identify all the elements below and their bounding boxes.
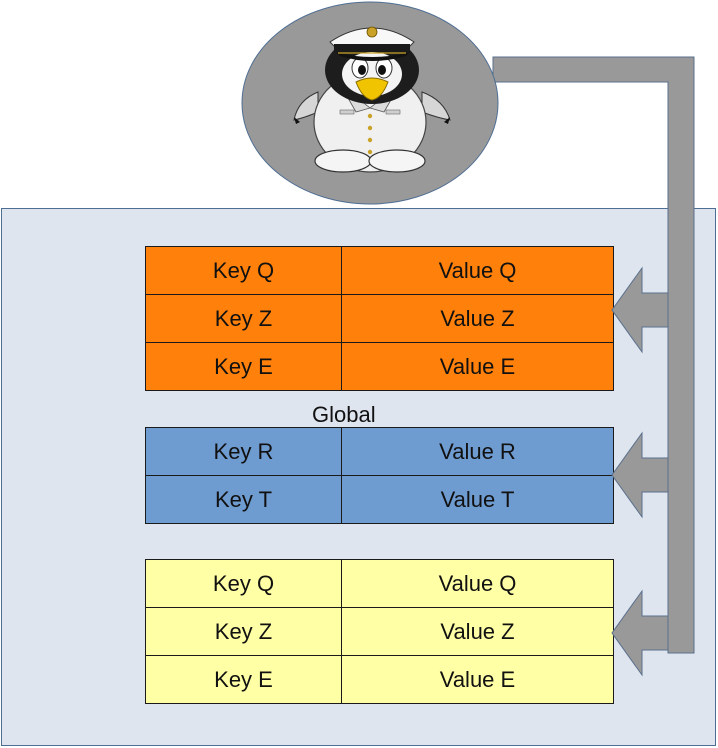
key-cell: Key Q: [145, 246, 342, 295]
value-cell: Value Q: [341, 246, 614, 295]
table-row: Key T Value T: [145, 475, 614, 524]
value-cell: Value E: [341, 655, 614, 704]
key-cell: Key Z: [145, 607, 342, 656]
table-row: Key E Value E: [145, 655, 614, 704]
table-row: Key Z Value Z: [145, 294, 614, 343]
arrow-to-blue-table: [611, 431, 669, 519]
arrow-to-orange-table: [611, 266, 669, 354]
table-row: Key E Value E: [145, 342, 614, 391]
value-cell: Value Q: [341, 559, 614, 608]
key-cell: Key Q: [145, 559, 342, 608]
connector-bar: [492, 56, 695, 654]
global-label: Global: [312, 402, 376, 427]
key-cell: Key E: [145, 342, 342, 391]
key-cell: Key R: [145, 427, 342, 476]
value-cell: Value Z: [341, 607, 614, 656]
value-cell: Value Z: [341, 294, 614, 343]
key-cell: Key E: [145, 655, 342, 704]
table-row: Key Q Value Q: [145, 246, 614, 295]
table-row: Key Q Value Q: [145, 559, 614, 608]
value-cell: Value E: [341, 342, 614, 391]
table-row: Key Z Value Z: [145, 607, 614, 656]
kv-table-orange: Key Q Value Q Key Z Value Z Key E Value …: [145, 246, 614, 391]
tux-sailor-penguin-icon: [293, 26, 451, 173]
kv-table-blue: Key R Value R Key T Value T: [145, 427, 614, 524]
arrow-to-yellow-table: [611, 589, 669, 677]
key-cell: Key T: [145, 475, 342, 524]
kv-table-yellow: Key Q Value Q Key Z Value Z Key E Value …: [145, 559, 614, 704]
value-cell: Value T: [341, 475, 614, 524]
